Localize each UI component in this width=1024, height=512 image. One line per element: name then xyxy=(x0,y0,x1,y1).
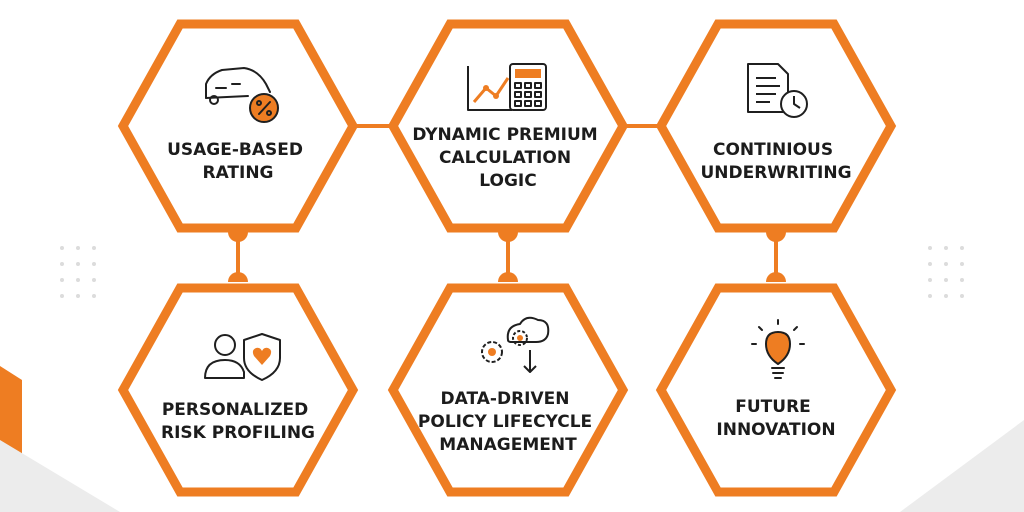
connector-cap-1a xyxy=(228,232,248,242)
hexagon-usage-based-rating xyxy=(117,19,359,233)
gears-cloud-icon xyxy=(481,316,550,373)
label-line: INNOVATION xyxy=(716,420,835,440)
label-line: LOGIC xyxy=(479,171,536,191)
document-clock-icon xyxy=(747,63,808,118)
label-data-driven-policy: DATA-DRIVEN POLICY LIFECYCLE MANAGEMENT xyxy=(418,389,598,455)
connector-cap-3b xyxy=(766,272,786,282)
label-line: RATING xyxy=(202,163,273,183)
connector-cap-1b xyxy=(228,272,248,282)
lightbulb-icon xyxy=(751,319,805,379)
hexagon-dynamic-premium xyxy=(387,19,629,233)
label-future-innovation: FUTURE INNOVATION xyxy=(716,397,835,440)
label-line: FUTURE xyxy=(735,397,811,417)
dot-grid-right xyxy=(928,246,964,298)
connector-cap-2b xyxy=(498,272,518,282)
left-gray-wedge xyxy=(0,440,120,512)
right-gray-wedge xyxy=(900,420,1024,512)
label-line: USAGE-BASED xyxy=(167,140,303,160)
label-usage-based-rating: USAGE-BASED RATING xyxy=(167,140,309,183)
hexagon-future-innovation xyxy=(655,283,897,497)
label-personalized-risk: PERSONALIZED RISK PROFILING xyxy=(161,400,315,443)
label-line: RISK PROFILING xyxy=(161,423,315,443)
label-line: CONTINIOUS xyxy=(713,140,833,160)
car-percent-icon xyxy=(205,67,279,123)
label-line: POLICY LIFECYCLE xyxy=(418,412,592,432)
connector-cap-3a xyxy=(766,232,786,242)
hexagons xyxy=(117,19,897,497)
label-line: UNDERWRITING xyxy=(700,163,851,183)
hexagon-data-driven-policy xyxy=(387,283,629,497)
label-line: DATA-DRIVEN xyxy=(441,389,570,409)
hexagon-personalized-risk xyxy=(117,283,359,497)
label-line: CALCULATION xyxy=(439,148,571,168)
label-dynamic-premium: DYNAMIC PREMIUM CALCULATION LOGIC xyxy=(412,125,603,191)
background-decor xyxy=(0,246,1024,512)
labels: USAGE-BASED RATING DYNAMIC PREMIUM CALCU… xyxy=(161,125,852,455)
label-line: DYNAMIC PREMIUM xyxy=(412,125,597,145)
person-shield-heart-icon xyxy=(204,333,281,381)
connector-cap-2a xyxy=(498,232,518,242)
label-line: PERSONALIZED xyxy=(162,400,308,420)
label-continious-underwriting: CONTINIOUS UNDERWRITING xyxy=(700,140,851,183)
chart-calculator-icon xyxy=(467,63,547,111)
dot-grid-left xyxy=(60,246,96,298)
label-line: MANAGEMENT xyxy=(439,435,577,455)
hexagon-continious-underwriting xyxy=(655,19,897,233)
